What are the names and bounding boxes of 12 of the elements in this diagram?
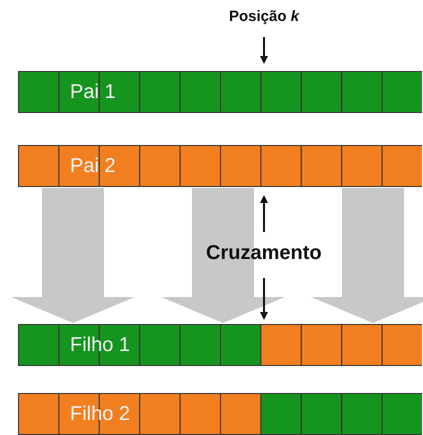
bar-label: Filho 1 [70, 333, 130, 357]
bar-label: Pai 2 [70, 154, 116, 178]
chromosome-bar [18, 145, 422, 187]
bar-label: Pai 1 [70, 80, 116, 104]
chromosome-bar [18, 324, 422, 366]
block-arrow [11, 188, 135, 323]
block-arrow [161, 188, 285, 323]
position-label: Posição k [229, 8, 300, 25]
chromosome-bar [18, 393, 422, 435]
block-arrow [311, 188, 423, 323]
operation-label: Cruzamento [206, 242, 322, 265]
chromosome-bar [18, 71, 422, 113]
